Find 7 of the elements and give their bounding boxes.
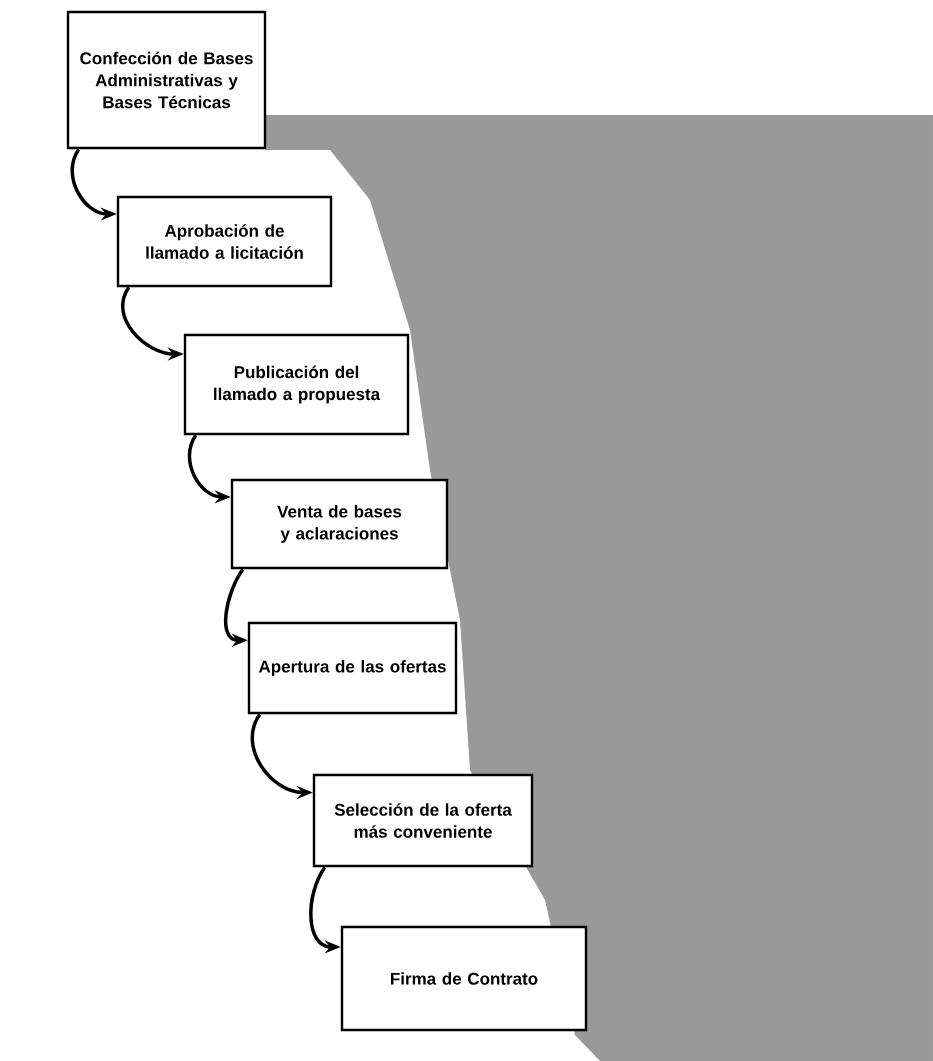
process-box: Selección de la oferta más conveniente <box>312 773 534 868</box>
process-box: Aprobación de llamado a licitación <box>116 195 333 288</box>
process-box: Venta de bases y aclaraciones <box>230 478 449 570</box>
process-box: Apertura de las ofertas <box>247 621 458 715</box>
process-box: Firma de Contrato <box>340 925 588 1032</box>
process-box: Publicación del llamado a propuesta <box>183 333 410 436</box>
process-box: Confección de Bases Administrativas y Bases Técnicas <box>66 10 267 150</box>
